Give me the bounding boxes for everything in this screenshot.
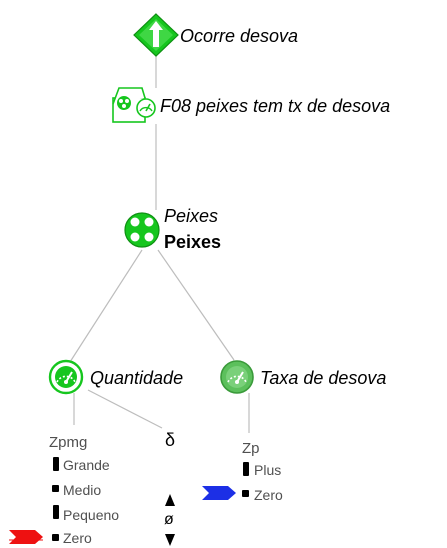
quantity-gauge-icon[interactable]	[48, 359, 84, 395]
derivative-arrows-icon	[165, 494, 175, 546]
derivative-symbol: δ	[165, 430, 176, 450]
qspace-name-taxa: Zp	[242, 440, 260, 457]
taxa-label[interactable]: Taxa de desova	[260, 368, 387, 388]
value-point-icon	[52, 534, 59, 541]
current-value-marker-red-icon	[9, 530, 43, 544]
quantity-gauge-icon-taxa[interactable]	[220, 360, 254, 394]
entity-icon[interactable]	[124, 212, 160, 248]
current-value-marker-blue-icon	[202, 486, 236, 500]
qspace-value-plus[interactable]: Plus	[254, 462, 282, 478]
value-point-icon	[52, 485, 59, 492]
qspace-value-grande[interactable]: Grande	[63, 457, 110, 473]
agent-diamond-icon[interactable]	[133, 13, 179, 57]
qspace-value-medio[interactable]: Medio	[63, 482, 102, 498]
agent-label[interactable]: Ocorre desova	[180, 26, 299, 46]
edge-quantity-to-derivative	[87, 389, 163, 429]
derivative-value[interactable]: ø	[164, 511, 174, 528]
value-bar-tall-icon	[53, 457, 59, 471]
edge-entity-to-quantity	[69, 249, 143, 363]
qspace-value-pequeno[interactable]: Pequeno	[63, 507, 120, 523]
value-point-icon	[242, 490, 249, 497]
value-bar-tall-icon	[243, 462, 249, 476]
entity-name-label[interactable]: Peixes	[164, 232, 222, 252]
edge-entity-to-taxa	[157, 249, 235, 361]
edges	[69, 52, 250, 433]
qspace-name: Zpmg	[49, 434, 88, 451]
model-fragment-label[interactable]: F08 peixes tem tx de desova	[160, 96, 391, 116]
qspace-value-zero[interactable]: Zero	[63, 530, 92, 546]
entity-type-label[interactable]: Peixes	[164, 206, 219, 226]
qspace-value-zero-taxa[interactable]: Zero	[254, 487, 283, 503]
model-fragment-icon[interactable]	[112, 87, 156, 123]
quantity-label[interactable]: Quantidade	[90, 368, 184, 388]
value-bar-tall-icon	[53, 505, 59, 519]
